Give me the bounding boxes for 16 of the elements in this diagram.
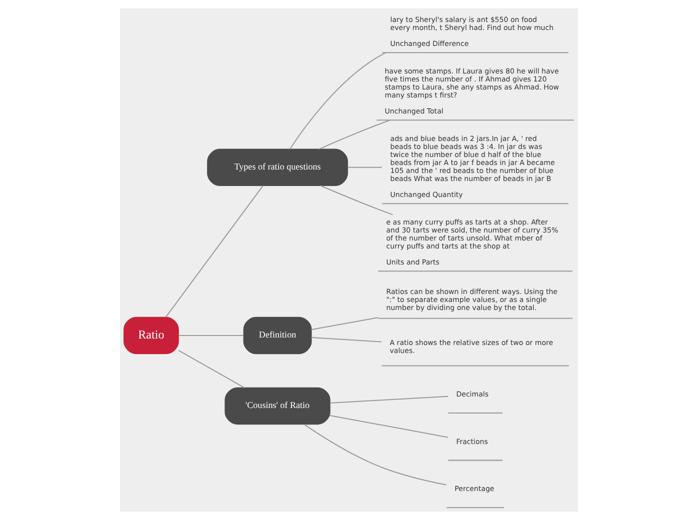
connector xyxy=(310,337,381,342)
connector xyxy=(318,120,390,150)
node-box: Definition xyxy=(242,316,312,354)
connector xyxy=(329,396,448,404)
connector xyxy=(310,317,378,330)
connector xyxy=(320,185,392,216)
connector xyxy=(164,185,263,318)
connector xyxy=(329,414,448,438)
connector xyxy=(178,350,244,388)
connector xyxy=(288,52,386,150)
node-box: 'Cousins' of Ratio xyxy=(224,387,330,425)
connector xyxy=(178,335,244,336)
node-box: Types of ratio questions xyxy=(206,148,348,186)
connector xyxy=(347,166,382,168)
node-box: Ratio xyxy=(123,316,178,354)
connector xyxy=(303,424,446,486)
